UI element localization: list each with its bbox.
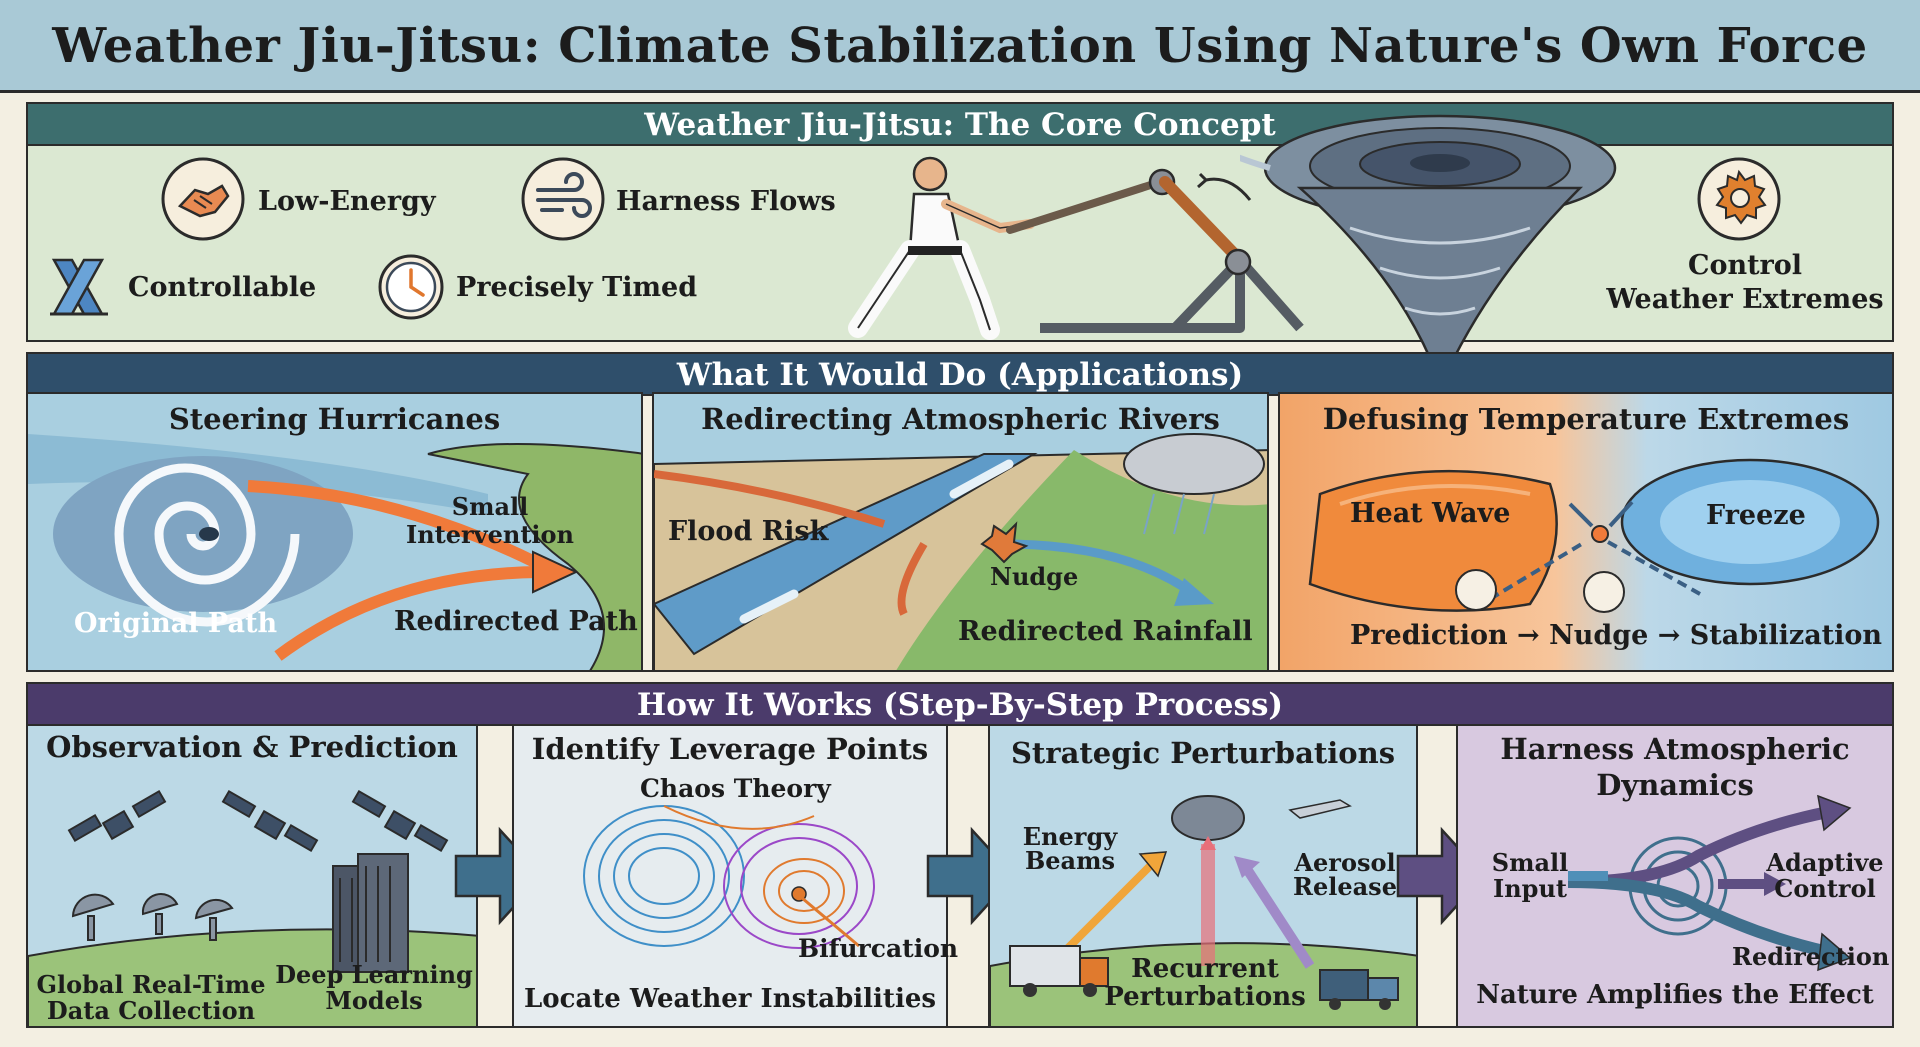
feature-controllable: Controllable [128,272,317,303]
stabilization-flow-label: Prediction → Nudge → Stabilization [1350,620,1883,651]
deep-learning-line1: Deep Learning [275,960,473,989]
feature-harness-flows: Harness Flows [616,186,836,217]
redirected-path-label: Redirected Path [394,606,638,637]
adaptive-control-line1: Adaptive [1766,848,1884,877]
deep-learning-line2: Models [325,986,423,1015]
observation-panel: Observation & Prediction [26,724,478,1028]
title-bar [0,0,1920,93]
small-input-line2: Input [1493,874,1567,903]
chaos-theory-label: Chaos Theory [640,774,831,803]
process-header: How It Works (Step-By-Step Process) [28,684,1892,726]
freeze-label: Freeze [1706,500,1806,531]
redirection-label: Redirection [1732,942,1890,971]
locate-instabilities-label: Locate Weather Instabilities [523,984,936,1014]
handshake-icon [160,156,246,242]
small-intervention-line1: Small [451,492,529,521]
harness-title-line1: Harness Atmospheric [1500,732,1850,766]
heat-wave-label: Heat Wave [1350,498,1511,529]
recurrent-perturbations-line2: Perturbations [1104,982,1306,1012]
nature-amplifies-label: Nature Amplifies the Effect [1476,980,1874,1010]
tornado-illustration [1240,108,1630,368]
bifurcation-label: Bifurcation [798,934,959,963]
lever-device [1000,160,1330,340]
adaptive-control-line2: Control [1774,874,1876,903]
temperature-panel: Defusing Temperature Extremes [1278,392,1894,672]
harness-panel: Harness Atmospheric Dynamics [1456,724,1894,1028]
clock-icon [376,252,446,322]
flood-risk-label: Flood Risk [668,516,829,547]
redirected-rainfall-label: Redirected Rainfall [958,616,1253,647]
feature-low-energy: Low-Energy [258,186,436,217]
control-label-line1: Control [1687,250,1803,281]
core-concept-header: Weather Jiu-Jitsu: The Core Concept [28,104,1892,146]
x-brace-icon [44,252,114,322]
rivers-panel: Redirecting Atmospheric Rivers [652,392,1269,672]
rivers-title: Redirecting Atmospheric Rivers [701,402,1220,436]
leverage-panel: Identify Leverage Points [512,724,948,1028]
global-data-line2: Data Collection [46,996,256,1025]
applications-header: What It Would Do (Applications) [28,354,1892,396]
gear-icon [1696,156,1782,242]
harness-title-line2: Dynamics [1596,768,1754,802]
nudge-label: Nudge [990,562,1079,591]
small-intervention-line2: Intervention [406,520,574,549]
perturbations-panel: Strategic Perturbations [988,724,1418,1028]
aerosol-release-line2: Release [1293,872,1397,901]
page-title: Weather Jiu-Jitsu: Climate Stabilization… [52,18,1868,74]
hurricane-title: Steering Hurricanes [168,402,501,436]
leverage-title: Identify Leverage Points [531,732,929,766]
hurricane-panel: Steering Hurricanes [26,392,643,672]
wind-icon [520,156,606,242]
control-label-line2: Weather Extremes [1606,284,1884,315]
energy-beams-line1: Energy [1022,822,1118,851]
temperature-title: Defusing Temperature Extremes [1322,402,1850,436]
recurrent-perturbations-line1: Recurrent [1131,954,1279,984]
observation-title: Observation & Prediction [46,730,458,764]
small-input-line1: Small [1491,848,1569,877]
perturbations-title: Strategic Perturbations [1010,736,1396,770]
aerosol-release-line1: Aerosol [1294,848,1396,877]
global-data-line1: Global Real-Time [36,970,266,999]
energy-beams-line2: Beams [1024,846,1115,875]
original-path-label: Original Path [74,608,278,639]
feature-precisely-timed: Precisely Timed [456,272,698,303]
